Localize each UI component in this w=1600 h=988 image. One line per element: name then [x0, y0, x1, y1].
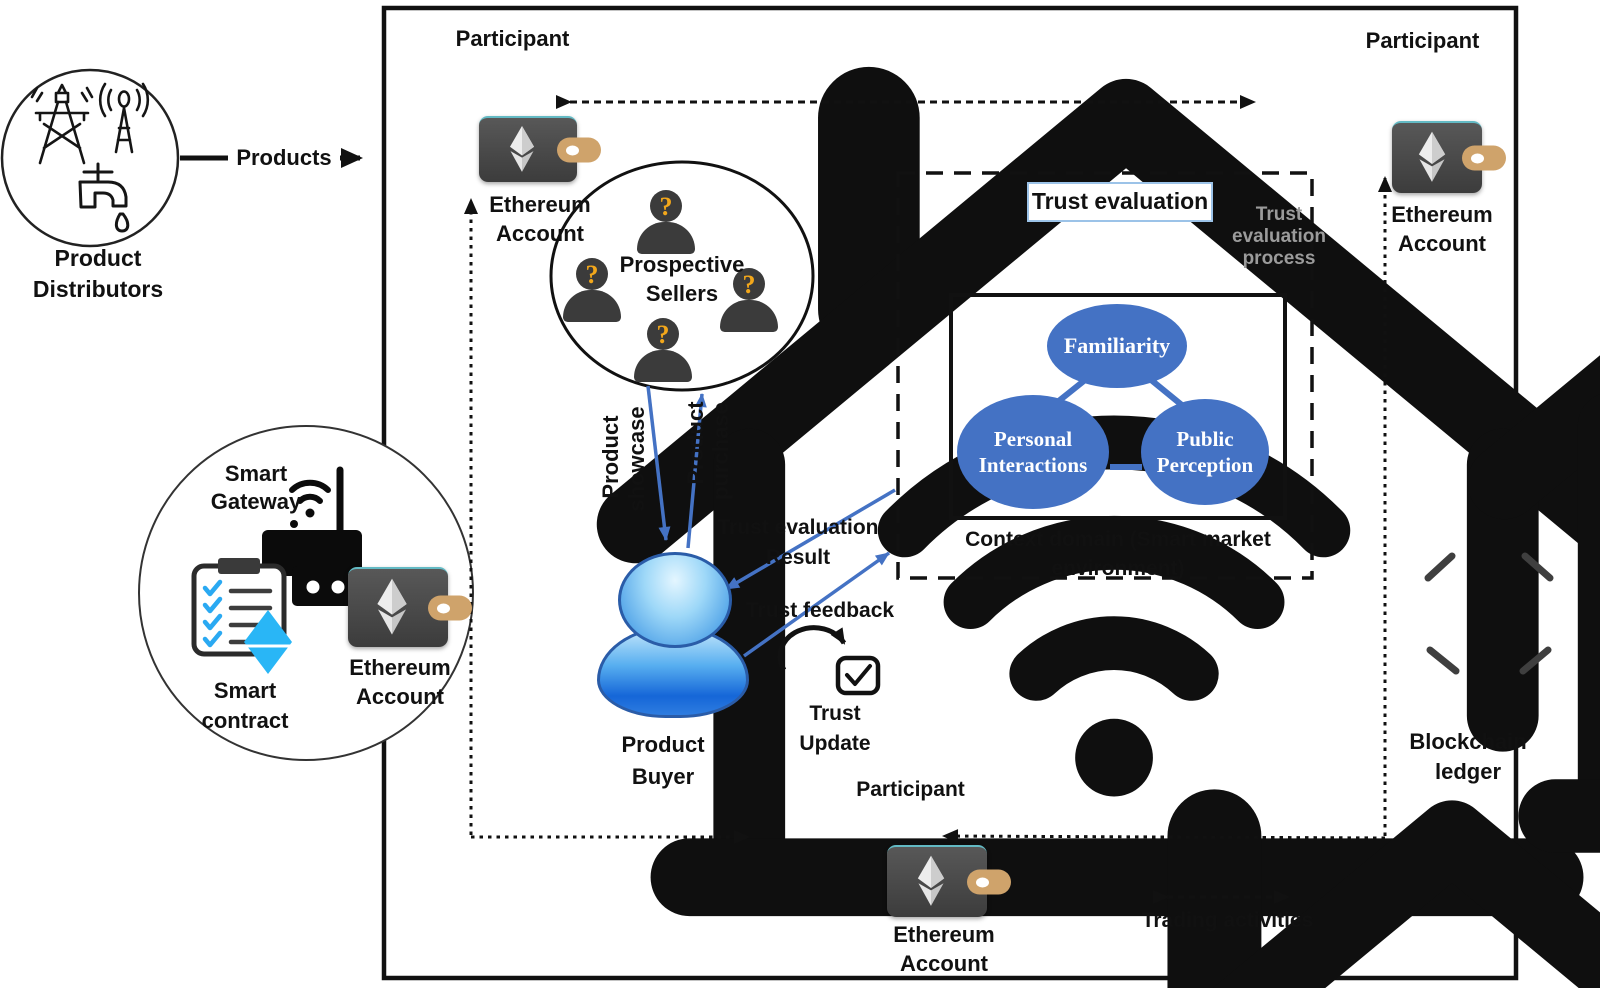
- product-showcase-arrow: [646, 385, 671, 541]
- wallet-clasp: [967, 869, 1011, 895]
- trading-activities-label: Trading activities: [1141, 909, 1314, 932]
- wallet-clasp: [1462, 145, 1506, 171]
- ethereum-logo-icon: [377, 578, 407, 635]
- trust-feedback-label: Trust feedback: [745, 599, 895, 622]
- anonymous-seller-icon: ?: [634, 318, 692, 382]
- bottom-right-link: [942, 829, 1386, 844]
- blockchain-links: [1424, 552, 1554, 675]
- trust-evaluation-title: Trust evaluation: [1027, 182, 1213, 222]
- product-purchase-arrow: [686, 393, 707, 549]
- ethereum-logo-icon: [510, 125, 535, 172]
- ethereum-wallet-icon: [479, 116, 601, 182]
- trust-feedback-arrow: [742, 551, 891, 658]
- participant-label-top-right: Participant: [1365, 28, 1480, 53]
- question-mark-icon: ?: [659, 192, 673, 221]
- anonymous-seller-icon: ?: [563, 258, 621, 322]
- wallet-clasp: [428, 595, 472, 621]
- ethereum-wallet-icon: [348, 567, 472, 647]
- product-purchase-label-word2: purchase: [708, 402, 733, 500]
- trust-result-arrow: [725, 488, 896, 591]
- ethereum-wallet-icon: [887, 845, 1011, 917]
- product-buyer-icon: [597, 542, 749, 718]
- wallet-clasp: [557, 137, 601, 163]
- personal-interactions-ellipse: [957, 395, 1109, 509]
- trust-evaluation-dashed-box: [896, 171, 1314, 580]
- public-perception-ellipse: [1141, 399, 1269, 505]
- trust-update-icon: [777, 625, 881, 696]
- ethereum-logo-icon: [1418, 131, 1445, 182]
- familiarity-ellipse: [1047, 304, 1187, 388]
- participant-label-bottom: Participant: [856, 778, 965, 801]
- participant-label-top-left: Participant: [455, 26, 570, 51]
- flow-arrows: [646, 385, 896, 658]
- ethereum-logo-icon: [917, 855, 945, 906]
- products-arrow-label: Products: [228, 143, 340, 172]
- water-faucet-icon: [78, 162, 130, 233]
- context-domain-box: [949, 293, 1287, 520]
- question-mark-icon: ?: [656, 320, 670, 349]
- product-purchase-label-word1: Product: [683, 401, 708, 485]
- anonymous-seller-icon: ?: [637, 190, 695, 254]
- product-showcase-label-word1: Product: [598, 415, 623, 499]
- smart-contract-icon: [191, 558, 292, 674]
- question-mark-icon: ?: [585, 260, 599, 289]
- blockchain-ledger-icon: [1424, 552, 1554, 675]
- familiarity-label: Familiarity: [1063, 333, 1171, 358]
- radio-antenna-icon: [98, 82, 150, 154]
- product-showcase-label-word2: showcase: [624, 406, 649, 512]
- gateway-router-icon: [262, 466, 362, 606]
- prospective-sellers-circle: [549, 160, 815, 392]
- anonymous-seller-icon: ?: [720, 268, 778, 332]
- question-mark-icon: ?: [742, 270, 756, 299]
- participant-connectors: [464, 95, 1392, 844]
- power-pylon-icon: [30, 83, 94, 165]
- product-distributors-icon: [0, 68, 180, 248]
- ethereum-wallet-icon: [1392, 121, 1506, 193]
